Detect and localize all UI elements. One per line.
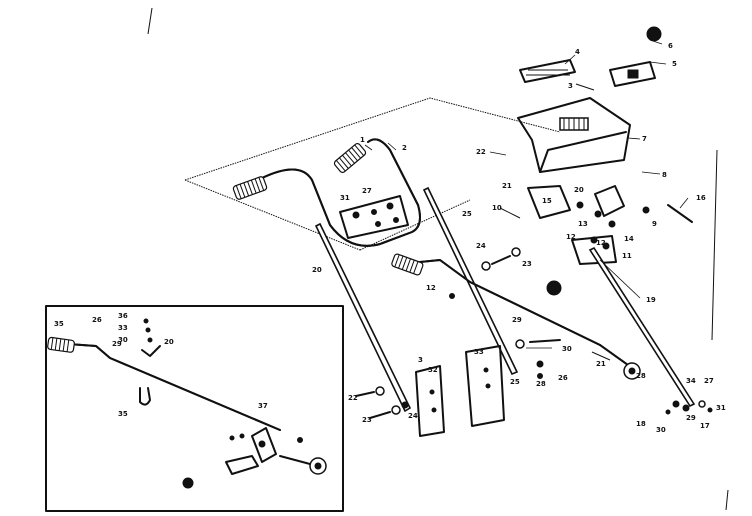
callout-30: 30 <box>562 345 572 353</box>
callout-37: 37 <box>258 402 268 410</box>
callout-17: 17 <box>700 422 710 430</box>
callout-labels: 6 4 3 5 1 2 7 22 8 21 20 16 15 9 10 14 1… <box>54 42 726 434</box>
callout-3: 3 <box>568 82 573 90</box>
vertical-rod-left <box>314 222 412 413</box>
callout-28: 28 <box>636 372 646 380</box>
callout-5: 5 <box>672 60 677 68</box>
screw-3 <box>575 83 595 91</box>
callout-34: 34 <box>686 377 696 385</box>
callout-3: 3 <box>418 356 423 364</box>
handle-grip-right <box>333 142 367 174</box>
callout-27: 27 <box>362 187 372 195</box>
callout-18: 18 <box>636 420 646 428</box>
knob-6 <box>646 26 662 42</box>
callout-15: 15 <box>542 197 552 205</box>
callout-19: 19 <box>646 296 656 304</box>
leader-lines <box>364 39 689 349</box>
callout-13: 13 <box>578 220 588 228</box>
callout-16: 16 <box>696 194 706 202</box>
mount-bracket-left <box>355 365 445 437</box>
callout-27: 27 <box>704 377 714 385</box>
callout-35: 35 <box>54 320 64 328</box>
callout-31: 31 <box>340 194 350 202</box>
control-rod-long <box>588 246 696 408</box>
upper-handle <box>232 138 421 247</box>
decal-5 <box>609 61 656 87</box>
inset-corner-dot <box>182 477 194 489</box>
scan-mark <box>147 7 153 35</box>
callout-12: 12 <box>596 239 606 247</box>
scan-mark <box>711 149 718 341</box>
callout-20: 20 <box>164 338 174 346</box>
callout-8: 8 <box>662 171 667 179</box>
handle-grip-left <box>232 176 268 200</box>
fasteners-bottom-right <box>665 400 713 415</box>
callout-12: 12 <box>566 233 576 241</box>
decal-4 <box>519 59 576 83</box>
callout-2: 2 <box>402 144 407 152</box>
callout-23: 23 <box>522 260 532 268</box>
callout-32: 32 <box>428 366 438 374</box>
callout-29: 29 <box>512 316 522 324</box>
callout-21: 21 <box>502 182 512 190</box>
callout-33: 33 <box>474 348 484 356</box>
callout-26: 26 <box>558 374 568 382</box>
scan-mark <box>725 489 729 511</box>
vertical-rod-mid <box>422 186 519 376</box>
callout-22: 22 <box>348 394 358 402</box>
callout-24: 24 <box>476 242 486 250</box>
callout-14: 14 <box>624 235 634 243</box>
callout-12: 12 <box>426 284 436 292</box>
callout-33: 33 <box>118 324 128 332</box>
callout-7: 7 <box>642 135 647 143</box>
callout-23: 23 <box>362 416 372 424</box>
callout-11: 11 <box>622 252 632 260</box>
callout-22: 22 <box>476 148 486 156</box>
callout-35: 35 <box>118 410 128 418</box>
callout-29: 29 <box>112 340 122 348</box>
mount-bracket-right <box>465 345 505 427</box>
callout-10: 10 <box>492 204 502 212</box>
callout-31: 31 <box>716 404 726 412</box>
callout-4: 4 <box>575 48 580 56</box>
callout-20: 20 <box>312 266 322 274</box>
dashboard-plane-outline <box>184 97 561 251</box>
callout-30: 30 <box>118 336 128 344</box>
callout-36: 36 <box>118 312 128 320</box>
callout-29: 29 <box>686 414 696 422</box>
callout-9: 9 <box>652 220 657 228</box>
callout-1: 1 <box>360 136 365 144</box>
callout-6: 6 <box>668 42 673 50</box>
shift-lever-upper <box>391 253 641 380</box>
callout-24: 24 <box>408 412 418 420</box>
control-panel <box>517 97 631 173</box>
callout-20: 20 <box>574 186 584 194</box>
inset-detail <box>45 305 344 512</box>
linkage-bracket <box>499 185 693 265</box>
callout-25: 25 <box>510 378 520 386</box>
fasteners-mid <box>449 247 561 379</box>
callout-26: 26 <box>92 316 102 324</box>
callout-28: 28 <box>536 380 546 388</box>
callout-30: 30 <box>656 426 666 434</box>
callout-21: 21 <box>596 360 606 368</box>
callout-25: 25 <box>462 210 472 218</box>
